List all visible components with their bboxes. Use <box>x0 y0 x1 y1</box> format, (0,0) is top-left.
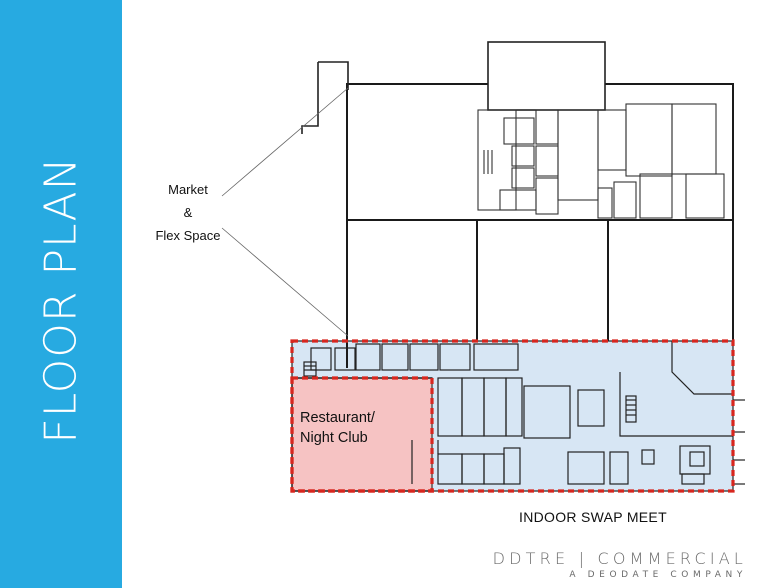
boundary-dashes <box>290 339 735 493</box>
east-stubs <box>733 399 745 485</box>
north-rooms <box>477 103 725 219</box>
sidebar: FLOOR PLAN <box>0 0 122 588</box>
market-flex-space-label: Market & Flex Space <box>155 182 221 243</box>
market-pointer-lines <box>221 87 349 337</box>
building-walls <box>346 83 734 368</box>
brand-tagline: A DEODATE COMPANY <box>569 570 747 580</box>
restaurant-night-club-label: Restaurant/ Night Club <box>300 410 375 446</box>
brand-name: DDTRE | COMMERCIAL <box>492 549 747 568</box>
brand-logo: DDTRE | COMMERCIAL A DEODATE COMPANY <box>493 549 747 580</box>
indoor-swap-meet-label: INDOOR SWAP MEET <box>519 509 667 525</box>
